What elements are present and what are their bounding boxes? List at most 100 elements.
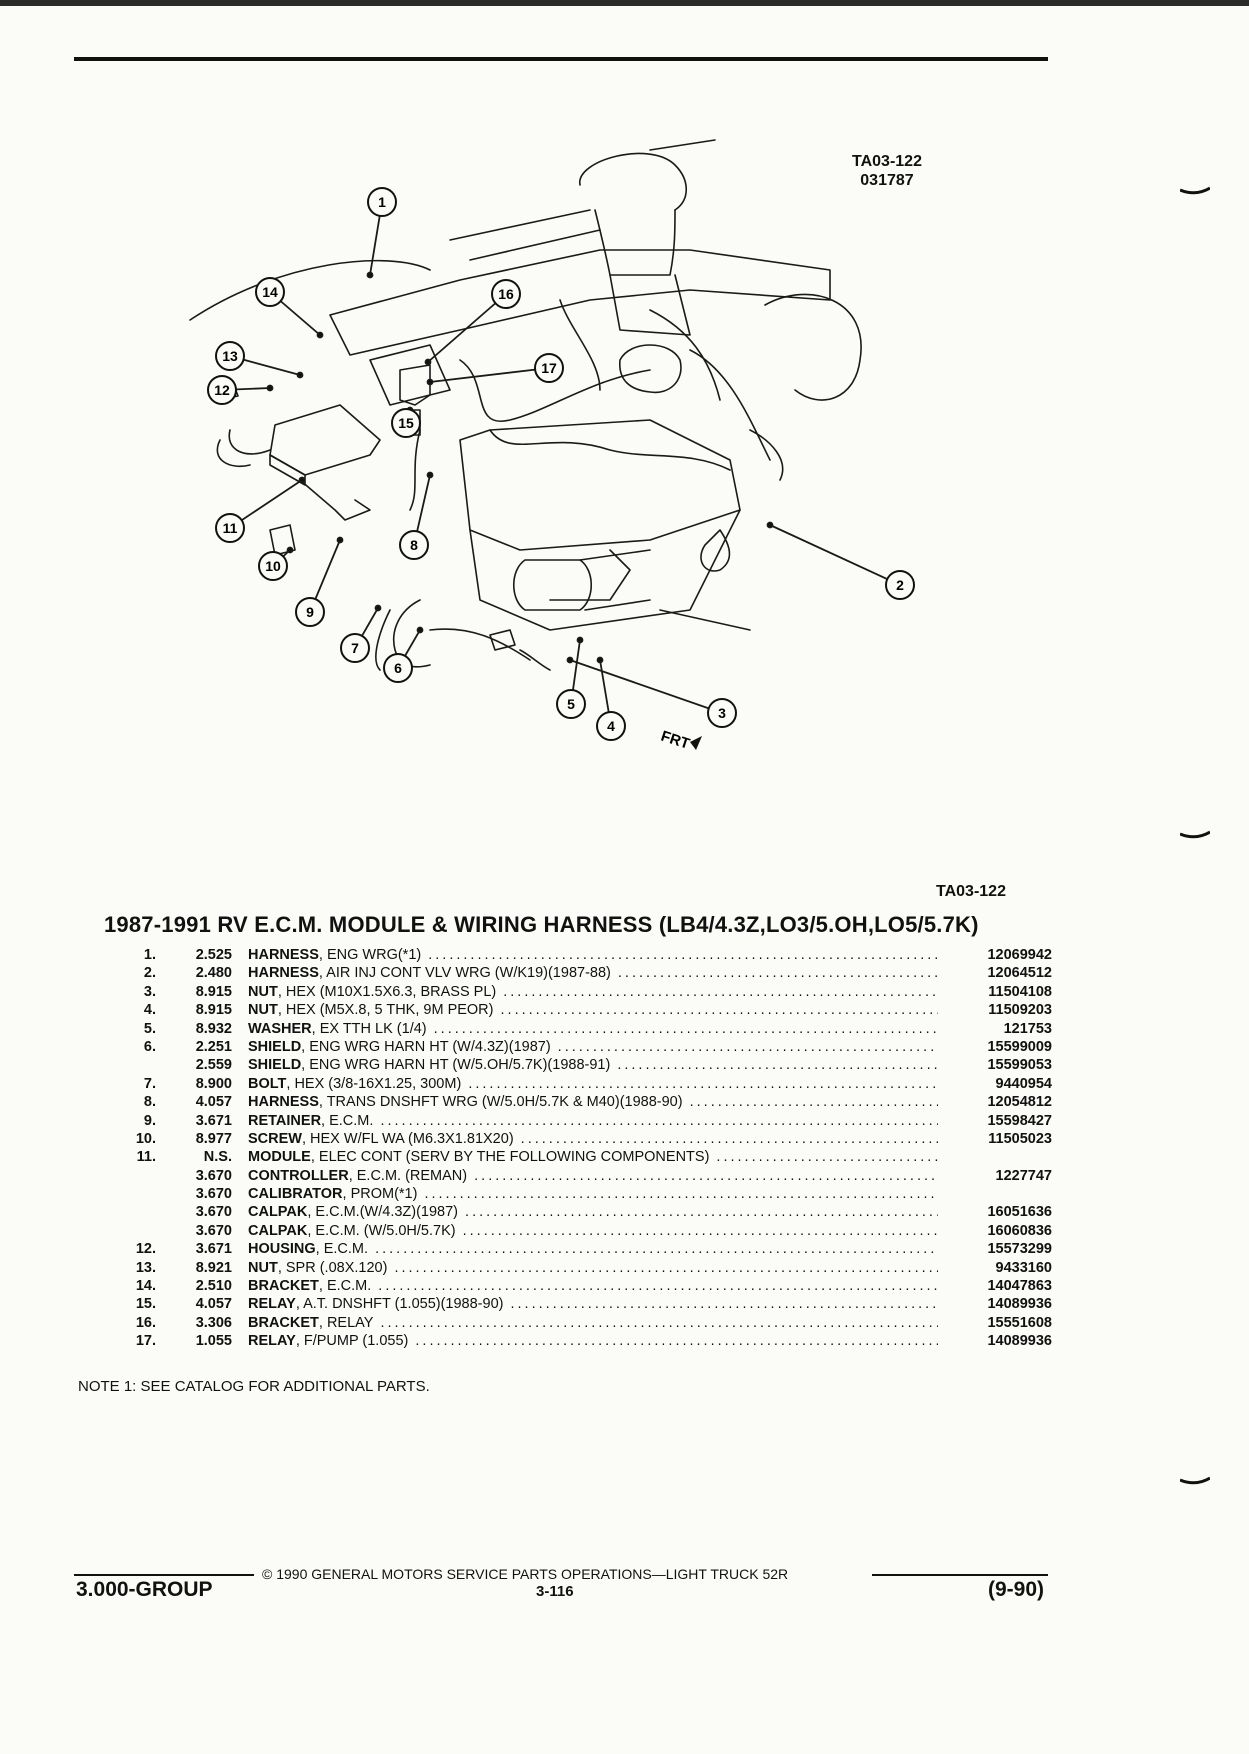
- callout-number: 12: [214, 382, 230, 398]
- part-item-number: 6.: [143, 1038, 156, 1055]
- part-name: HARNESS: [248, 1094, 319, 1111]
- revision-date: (9-90): [988, 1578, 1045, 1601]
- part-detail: , E.C.M.: [318, 1278, 372, 1295]
- part-item-number: 8.: [143, 1094, 156, 1111]
- callout-circle: [399, 530, 429, 560]
- callout-number: 5: [567, 696, 575, 712]
- part-item-number: 17.: [135, 1333, 156, 1350]
- callout-number: 7: [351, 640, 359, 656]
- part-name: MODULE: [248, 1149, 311, 1166]
- part-item-number: 2.: [143, 965, 156, 982]
- part-row: 17. 1.055 RELAY, F/PUMP (1.055) ..........…: [100, 1332, 1060, 1350]
- callout-badge: 6: [383, 653, 413, 683]
- dot-leader: ........................................…: [424, 1186, 938, 1203]
- leader-arrowhead: [416, 626, 424, 634]
- illustration-caption-id: TA03-122: [936, 883, 1006, 900]
- part-number: 9433160: [995, 1259, 1052, 1276]
- part-name: HARNESS: [248, 965, 319, 982]
- part-description: HARNESS, ENG WRG(*1) ...................…: [248, 946, 938, 964]
- part-group-code: 3.670: [195, 1204, 232, 1221]
- callout-circle: [255, 277, 285, 307]
- part-name: SHIELD: [248, 1038, 302, 1055]
- part-name: SHIELD: [248, 1057, 302, 1074]
- callout-badge: 16: [491, 279, 521, 309]
- starter-art: [513, 559, 592, 611]
- part-detail: , PROM(*1): [342, 1186, 418, 1203]
- part-description: SHIELD, ENG WRG HARN HT (W/4.3Z)(1987) .…: [248, 1038, 938, 1056]
- engine-line-art: [189, 139, 862, 671]
- callout-circle: [207, 375, 237, 405]
- part-description: HOUSING, E.C.M. ........................…: [248, 1240, 938, 1258]
- part-detail: , F/PUMP (1.055): [295, 1333, 409, 1350]
- callout-circle: [556, 689, 586, 719]
- part-group-code: 1.055: [195, 1333, 232, 1350]
- part-detail: , E.C.M.: [321, 1112, 374, 1129]
- callout-number: 1: [378, 194, 386, 210]
- callout-circle: [295, 597, 325, 627]
- part-detail: , AIR INJ CONT VLV WRG (W/K19)(1987-88): [318, 965, 611, 982]
- part-item-number: 16.: [135, 1314, 156, 1331]
- callout-badge: 15: [391, 408, 421, 438]
- part-description: SHIELD, ENG WRG HARN HT (W/5.OH/5.7K)(19…: [248, 1056, 938, 1074]
- part-detail: , RELAY: [318, 1314, 374, 1331]
- part-name: BOLT: [248, 1075, 287, 1092]
- part-number: 1227747: [995, 1167, 1052, 1184]
- dot-leader: ........................................…: [520, 1130, 938, 1147]
- binder-tick-mark: [1180, 830, 1210, 839]
- callout-number: 8: [410, 537, 418, 553]
- callout-circle: [340, 633, 370, 663]
- callout-circle: [258, 551, 288, 581]
- part-number: 15599009: [987, 1038, 1052, 1055]
- part-description: RELAY, F/PUMP (1.055) ..................…: [248, 1332, 938, 1350]
- callout-number: 10: [265, 558, 281, 574]
- leader-arrowhead: [426, 378, 434, 386]
- leader-arrowhead: [336, 536, 344, 544]
- footer-rule-left: [74, 1574, 254, 1576]
- callout-circle: [885, 570, 915, 600]
- front-arrow-icon: [690, 736, 702, 750]
- part-name: NUT: [248, 1002, 278, 1019]
- engine-block-art: [459, 419, 741, 551]
- part-group-code: 4.057: [195, 1296, 232, 1313]
- copyright-line: © 1990 GENERAL MOTORS SERVICE PARTS OPER…: [262, 1566, 789, 1582]
- part-group-code: 2.559: [195, 1057, 232, 1074]
- dot-leader: ........................................…: [503, 983, 938, 1000]
- part-number: 14047863: [987, 1278, 1052, 1295]
- part-detail: , TRANS DNSHFT WRG (W/5.0H/5.7K & M40)(1…: [318, 1094, 683, 1111]
- callout-badge: 12: [207, 375, 237, 405]
- callout-number: 15: [398, 415, 414, 431]
- part-description: BRACKET, E.C.M. ........................…: [248, 1277, 938, 1295]
- dot-leader: ........................................…: [474, 1167, 938, 1184]
- front-direction-label: FRT: [659, 728, 692, 753]
- part-name: RETAINER: [248, 1112, 322, 1129]
- part-row: 2.559 SHIELD, ENG WRG HARN HT (W/5.OH/5.7…: [100, 1056, 1060, 1074]
- callout-badge: 3: [707, 698, 737, 728]
- part-number: 15599053: [987, 1057, 1052, 1074]
- footer-rule-right: [872, 1574, 1048, 1576]
- part-name: BRACKET: [248, 1314, 319, 1331]
- part-group-code: 8.921: [195, 1259, 232, 1276]
- callout-circle: [367, 187, 397, 217]
- callout-circle: [491, 279, 521, 309]
- part-group-code: 8.915: [195, 1002, 232, 1019]
- dot-leader: ........................................…: [689, 1094, 938, 1111]
- part-detail: , E.C.M.: [315, 1241, 369, 1258]
- part-name: CALIBRATOR: [248, 1186, 343, 1203]
- callout-circle: [383, 653, 413, 683]
- part-item-number: 1.: [143, 947, 156, 963]
- leader-arrowhead: [766, 521, 774, 529]
- part-group-code: 8.977: [195, 1130, 232, 1147]
- part-group-code: 8.932: [195, 1020, 232, 1037]
- part-item-number: 3.: [143, 983, 156, 1000]
- part-item-number: 10.: [135, 1130, 156, 1147]
- callout-circle: [215, 513, 245, 543]
- footnote: NOTE 1: SEE CATALOG FOR ADDITIONAL PARTS…: [78, 1378, 430, 1395]
